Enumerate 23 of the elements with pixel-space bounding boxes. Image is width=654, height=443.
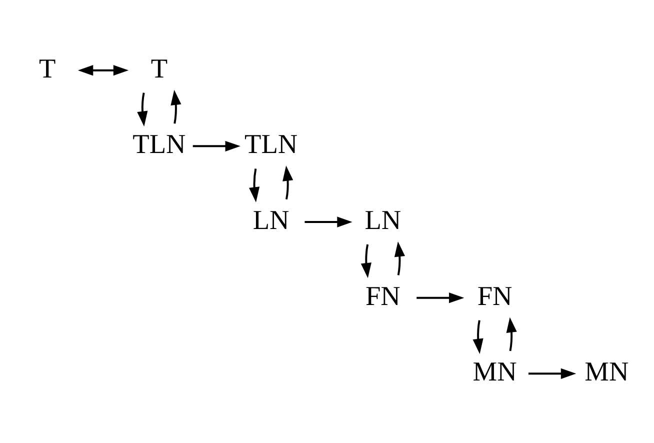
node-text: T <box>150 52 168 83</box>
arrow <box>170 89 182 124</box>
arrow <box>528 368 576 378</box>
node-text: MN <box>584 356 629 386</box>
node-text: TLN <box>244 128 298 159</box>
node-text: T <box>38 52 56 83</box>
node-text: MN <box>472 356 517 386</box>
node-text: FN <box>365 280 400 310</box>
arrow <box>282 165 294 200</box>
arrow <box>394 240 405 275</box>
arrow <box>192 140 240 151</box>
node-text: LN <box>252 204 290 234</box>
node-text: FN <box>477 280 512 310</box>
node-text: LN <box>364 204 402 234</box>
arrow <box>360 244 372 278</box>
arrow <box>78 64 129 76</box>
node-text: TLN <box>132 128 186 159</box>
arrow <box>249 168 260 202</box>
arrow <box>472 320 484 354</box>
arrow <box>416 292 464 303</box>
arrow <box>506 316 517 351</box>
arrow <box>137 92 148 126</box>
arrow <box>304 216 352 227</box>
